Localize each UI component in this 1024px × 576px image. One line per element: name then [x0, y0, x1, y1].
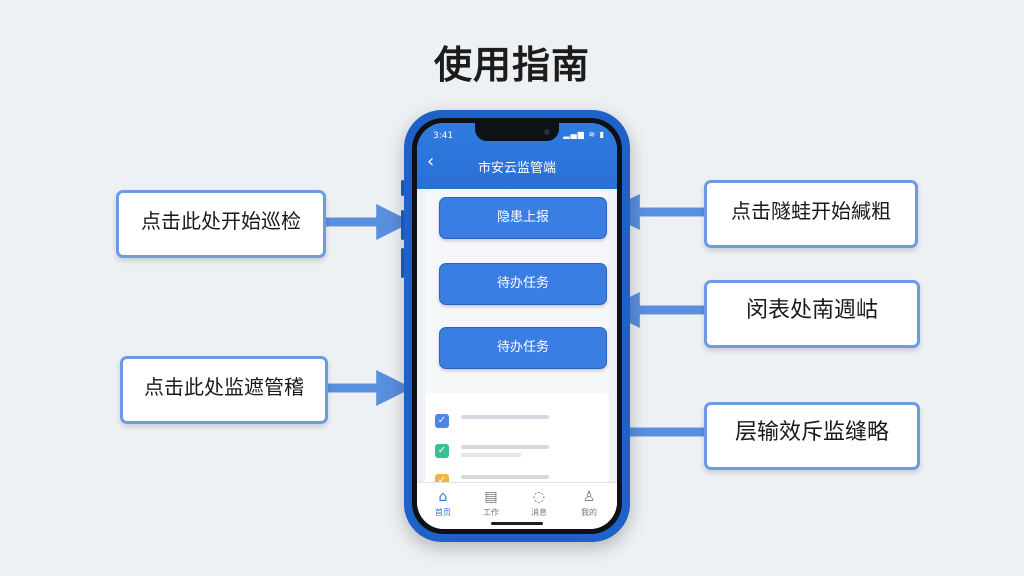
callout-strategy: 层输效斥监缝略	[704, 402, 920, 470]
placeholder-line	[461, 445, 549, 449]
pending-tasks-button[interactable]: 待办任务	[439, 263, 607, 305]
tab-work[interactable]: ▤ 工作	[469, 489, 513, 518]
tab-label: 消息	[531, 508, 547, 517]
phone-screen: 3:41 ▂▄▆ ≋ ▮ ‹ 市安云监管端 隐患上报 待办任务 待办任务 ✓ ✓	[417, 123, 617, 529]
camera-icon	[544, 129, 550, 135]
tab-label: 首页	[435, 508, 451, 517]
user-icon: ♙	[582, 489, 596, 505]
phone-bezel: 3:41 ▂▄▆ ≋ ▮ ‹ 市安云监管端 隐患上报 待办任务 待办任务 ✓ ✓	[412, 118, 622, 534]
pending-tasks-button-2[interactable]: 待办任务	[439, 327, 607, 369]
phone-mockup: 3:41 ▂▄▆ ≋ ▮ ‹ 市安云监管端 隐患上报 待办任务 待办任务 ✓ ✓	[401, 110, 630, 542]
home-indicator	[491, 522, 543, 525]
page-title: 使用指南	[433, 43, 590, 87]
phone-notch	[475, 123, 559, 141]
briefcase-icon: ▤	[484, 489, 498, 505]
status-time: 3:41	[433, 131, 454, 141]
placeholder-line	[461, 415, 549, 419]
tab-label: 我的	[581, 508, 597, 517]
list-item[interactable]: ✓	[435, 443, 599, 459]
phone-side-button	[401, 180, 404, 196]
check-icon: ✓	[435, 444, 449, 458]
phone-volume-up	[401, 210, 404, 240]
tab-label: 工作	[483, 508, 499, 517]
callout-supervision: 点击此处监遮管稽	[120, 356, 328, 424]
tab-messages[interactable]: ◌ 消息	[517, 489, 561, 518]
status-icons: ▂▄▆ ≋ ▮	[563, 130, 605, 139]
check-icon: ✓	[435, 414, 449, 428]
callout-review: 闵表处南週岵	[704, 280, 920, 348]
tab-home[interactable]: ⌂ 首页	[421, 489, 465, 518]
app-title: 市安云监管端	[477, 161, 556, 176]
placeholder-line	[461, 475, 549, 479]
hazard-report-button[interactable]: 隐患上报	[439, 197, 607, 239]
tab-profile[interactable]: ♙ 我的	[567, 489, 611, 518]
back-icon[interactable]: ‹	[427, 151, 435, 172]
placeholder-line	[461, 453, 521, 457]
list-item[interactable]: ✓	[435, 413, 599, 429]
phone-volume-down	[401, 248, 404, 278]
tab-bar: ⌂ 首页 ▤ 工作 ◌ 消息 ♙ 我的	[417, 482, 617, 529]
message-icon: ◌	[532, 489, 546, 505]
callout-start-record: 点击隧蛙开始緘粗	[704, 180, 918, 248]
callout-start-inspection: 点击此处开始巡检	[116, 190, 326, 258]
home-icon: ⌂	[438, 489, 448, 505]
